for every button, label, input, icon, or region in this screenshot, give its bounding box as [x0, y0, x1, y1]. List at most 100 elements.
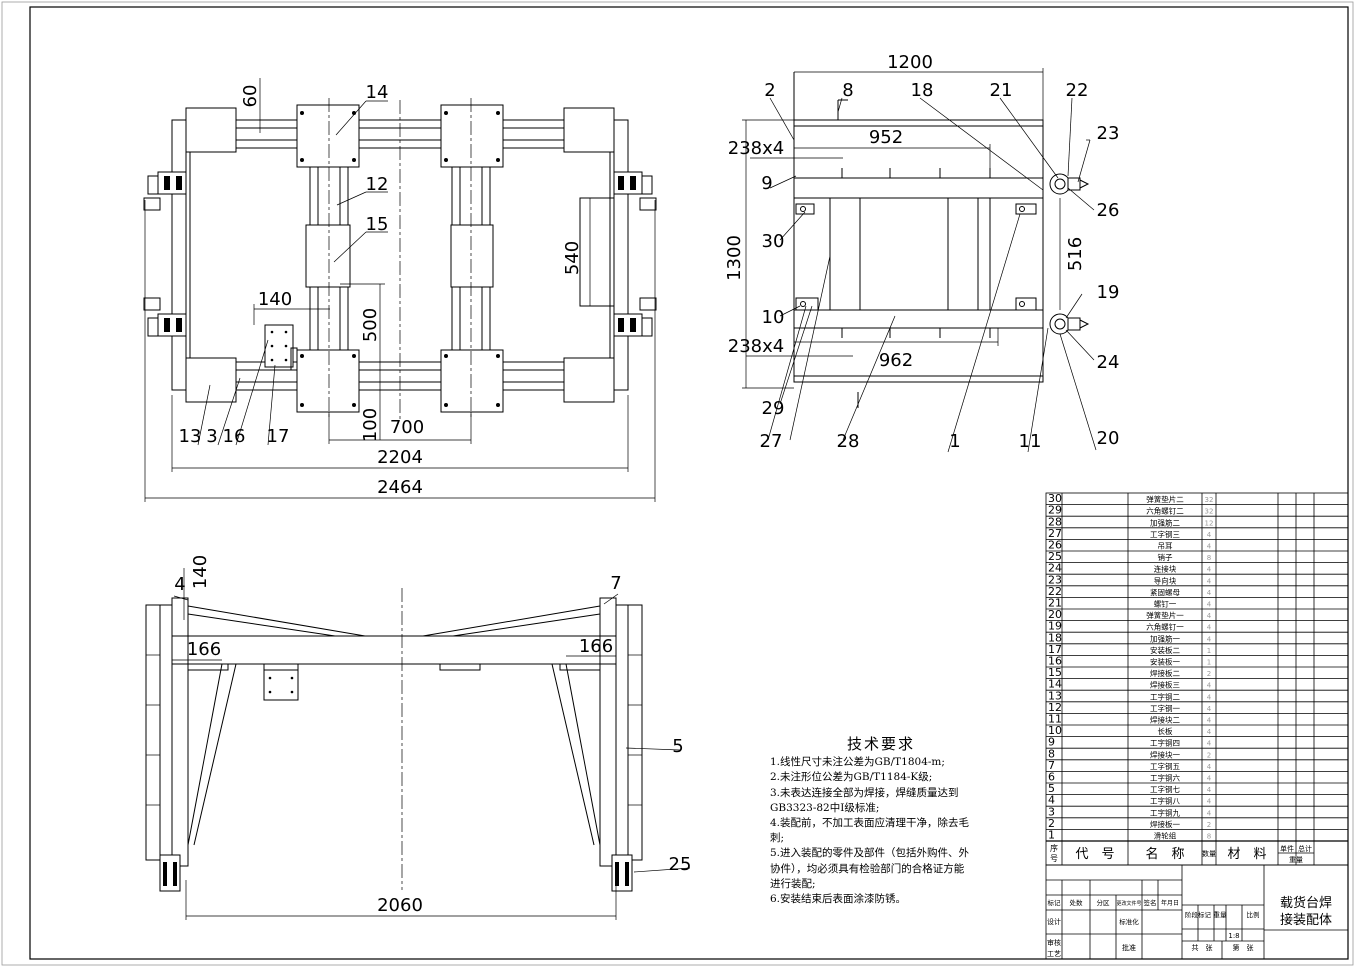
bom-row-qty: 4 [1207, 798, 1212, 806]
bom-row-qty: 4 [1207, 740, 1212, 748]
drawing-name-line1: 载货台焊 [1280, 895, 1332, 911]
bom-row-name: 焊接板二 [1150, 668, 1180, 678]
bom-row-name: 工字钢八 [1150, 796, 1180, 806]
dim-label: 500 [360, 308, 381, 342]
bom-row-qty: 4 [1207, 589, 1212, 597]
balloon-label: 30 [762, 231, 785, 252]
bom-row-number: 25 [1048, 550, 1062, 563]
tb-design: 设计 [1047, 917, 1061, 926]
balloon-label: 22 [1066, 80, 1089, 101]
bom-row-number: 19 [1048, 620, 1062, 633]
bom-row-name: 滑轮组 [1154, 831, 1177, 841]
balloon-label: 21 [990, 80, 1013, 101]
tb-approve: 批准 [1122, 943, 1136, 952]
balloon-label: 1 [949, 431, 960, 452]
inner-frame [29, 6, 1349, 960]
side-view [742, 68, 1097, 453]
bom-row-number: 14 [1048, 678, 1062, 691]
bom-header-single: 单件 [1280, 844, 1294, 853]
bom-row-qty: 4 [1207, 601, 1212, 609]
bom-row-qty: 4 [1207, 786, 1212, 794]
bom-row-qty: 4 [1207, 728, 1212, 736]
tech-requirement-item: 3.未表达连接全部为焊接，焊缝质量达到GB3323-82中Ⅰ级标准; [770, 786, 959, 814]
tech-requirement-item: 5.进入装配的零件及部件（包括外购件、外协件），均必须具有检验部门的合格证方能进… [770, 847, 970, 890]
bom-row-qty: 4 [1207, 763, 1212, 771]
bom-row-name: 焊接板一 [1150, 819, 1180, 829]
bom-row-qty: 4 [1207, 682, 1212, 690]
bom-row-name: 工字钢二 [1150, 691, 1180, 701]
bom-row-qty: 4 [1207, 577, 1212, 585]
dim-label: 166 [579, 636, 613, 657]
bom-row-number: 18 [1048, 631, 1062, 644]
bom-row-number: 29 [1048, 504, 1062, 517]
tb-weight: 重量 [1214, 911, 1228, 919]
bom-row-number: 4 [1048, 794, 1055, 807]
bom-row-name: 安装板二 [1150, 645, 1180, 655]
bom-header-code: 代 号 [1075, 847, 1114, 862]
dim-label: 140 [258, 289, 292, 310]
bom-row-number: 1 [1048, 829, 1055, 842]
bom-row-name: 工字钢四 [1150, 738, 1180, 748]
balloon-label: 3 [206, 426, 217, 447]
dim-label: 2060 [377, 895, 423, 916]
dim-label: 60 [240, 85, 261, 108]
tb-process: 工艺 [1047, 950, 1061, 958]
tb-sign: 签名 [1144, 898, 1157, 907]
bom-header-material: 材 料 [1227, 847, 1266, 862]
bom-row-name: 导向块 [1154, 575, 1177, 585]
scale-value: 1:8 [1228, 932, 1239, 940]
dim-label: 166 [187, 639, 221, 660]
bom-row-qty: 4 [1207, 717, 1212, 725]
drawing-name-line2: 接装配体 [1280, 912, 1332, 928]
balloon-label: 14 [366, 82, 389, 103]
bom-row-name: 工字钢七 [1150, 784, 1180, 794]
front-view [145, 568, 691, 920]
balloon-label: 28 [837, 431, 860, 452]
bom-header-weight: 重量 [1289, 856, 1303, 864]
bom-row-qty: 4 [1207, 705, 1212, 713]
bom-row-number: 12 [1048, 701, 1062, 714]
balloon-label: 19 [1097, 282, 1120, 303]
tb-zone: 分区 [1097, 898, 1111, 907]
tb-review: 审核 [1047, 938, 1061, 947]
bom-row-number: 5 [1048, 782, 1055, 795]
bom-row-name: 连接块 [1154, 564, 1177, 574]
bom-row-qty: 8 [1207, 554, 1211, 562]
bom-row-number: 8 [1048, 747, 1055, 760]
bom-row-qty: 8 [1207, 833, 1211, 841]
balloon-label: 26 [1097, 200, 1120, 221]
bom-row-number: 30 [1048, 492, 1062, 505]
balloon-label: 17 [267, 426, 290, 447]
bom-row-number: 15 [1048, 666, 1062, 679]
bom-row-name: 工字钢六 [1150, 773, 1180, 783]
bom-table [1045, 492, 1349, 866]
bom-header-qty: 数量 [1202, 849, 1216, 858]
bom-row-name: 安装板一 [1150, 657, 1180, 667]
bom-row-qty: 4 [1207, 809, 1212, 817]
tb-date: 年月日 [1161, 899, 1179, 907]
bom-row-name: 焊接板三 [1150, 680, 1180, 690]
bom-row-number: 27 [1048, 527, 1062, 540]
tech-requirement-item: 4.装配前，不加工表面应清理干净，除去毛刺; [770, 817, 970, 845]
bom-row-qty: 32 [1205, 496, 1214, 504]
bom-row-qty: 1 [1207, 659, 1211, 667]
bom-row-qty: 4 [1207, 635, 1212, 643]
bom-header-seq: 序 [1050, 843, 1058, 853]
tb-stage: 阶段标记 [1185, 910, 1212, 919]
bom-row-name: 销子 [1158, 552, 1174, 562]
tb-sheet: 第 张 [1233, 943, 1254, 952]
balloon-label: 18 [911, 80, 934, 101]
balloon-label: 24 [1097, 352, 1120, 373]
tech-requirements: 技术要求 1.线性尺寸未注公差为GB/T1804-m; 2.未注形位公差为GB/… [770, 735, 970, 907]
tech-requirements-title: 技术要求 [846, 735, 915, 753]
bom-row-qty: 2 [1207, 821, 1211, 829]
tb-mark: 标记 [1048, 898, 1062, 907]
balloon-label: 10 [762, 307, 785, 328]
bom-row-qty: 4 [1207, 612, 1212, 620]
bom-row-qty: 4 [1207, 566, 1212, 574]
bom-row-number: 10 [1048, 724, 1062, 737]
tb-count: 处数 [1070, 898, 1084, 907]
balloon-label: 5 [672, 736, 683, 757]
tb-change: 更改文件号 [1116, 900, 1141, 907]
